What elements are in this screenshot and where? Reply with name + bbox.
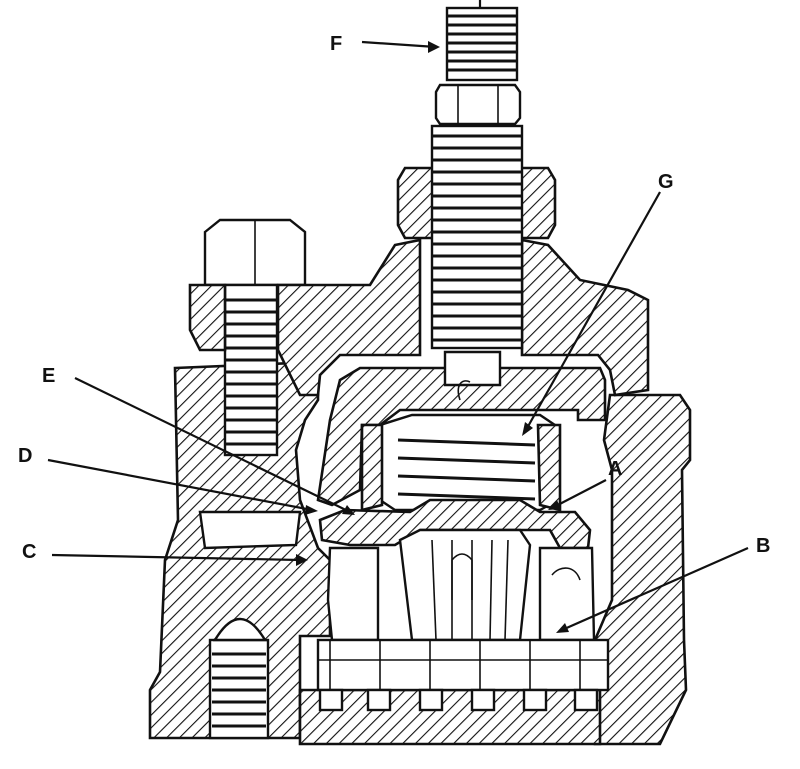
- screw-stem-thread: [433, 134, 521, 342]
- arrowhead-c: [296, 554, 308, 566]
- label-f: F: [330, 33, 342, 55]
- arrowhead-e: [342, 505, 355, 515]
- leader-lines: [47, 40, 749, 633]
- side-chambers: [326, 546, 596, 642]
- arrowhead-f: [428, 41, 440, 53]
- leader-a: [551, 479, 607, 509]
- leader-e: [74, 377, 351, 513]
- spring-cage: [316, 350, 607, 507]
- leader-f: [361, 40, 437, 49]
- arrowhead-b: [556, 623, 569, 633]
- leader-b: [561, 546, 749, 632]
- lower-port: [208, 617, 270, 740]
- label-d: D: [18, 445, 32, 467]
- adjusting-screw: [430, 0, 524, 350]
- base-plate: [316, 638, 610, 712]
- label-e: E: [42, 365, 55, 387]
- left-bolt: [203, 218, 307, 457]
- label-a: A: [608, 458, 622, 480]
- screw-top-thread: [448, 14, 516, 72]
- label-g: G: [658, 171, 674, 193]
- valve-fingers: [398, 528, 532, 642]
- left-bolt-thread: [226, 298, 276, 446]
- leader-c: [51, 553, 301, 562]
- spring: [360, 413, 562, 512]
- leader-g: [525, 191, 661, 431]
- leader-d: [47, 458, 313, 512]
- upper-cover: [188, 238, 650, 397]
- label-b: B: [756, 535, 770, 557]
- arrowhead-g: [522, 422, 533, 436]
- arrowhead-a: [548, 500, 561, 510]
- side-cavity: [198, 510, 302, 550]
- diaphragm-seat: [318, 498, 592, 550]
- arrowhead-d: [305, 505, 318, 515]
- label-c: C: [22, 541, 36, 563]
